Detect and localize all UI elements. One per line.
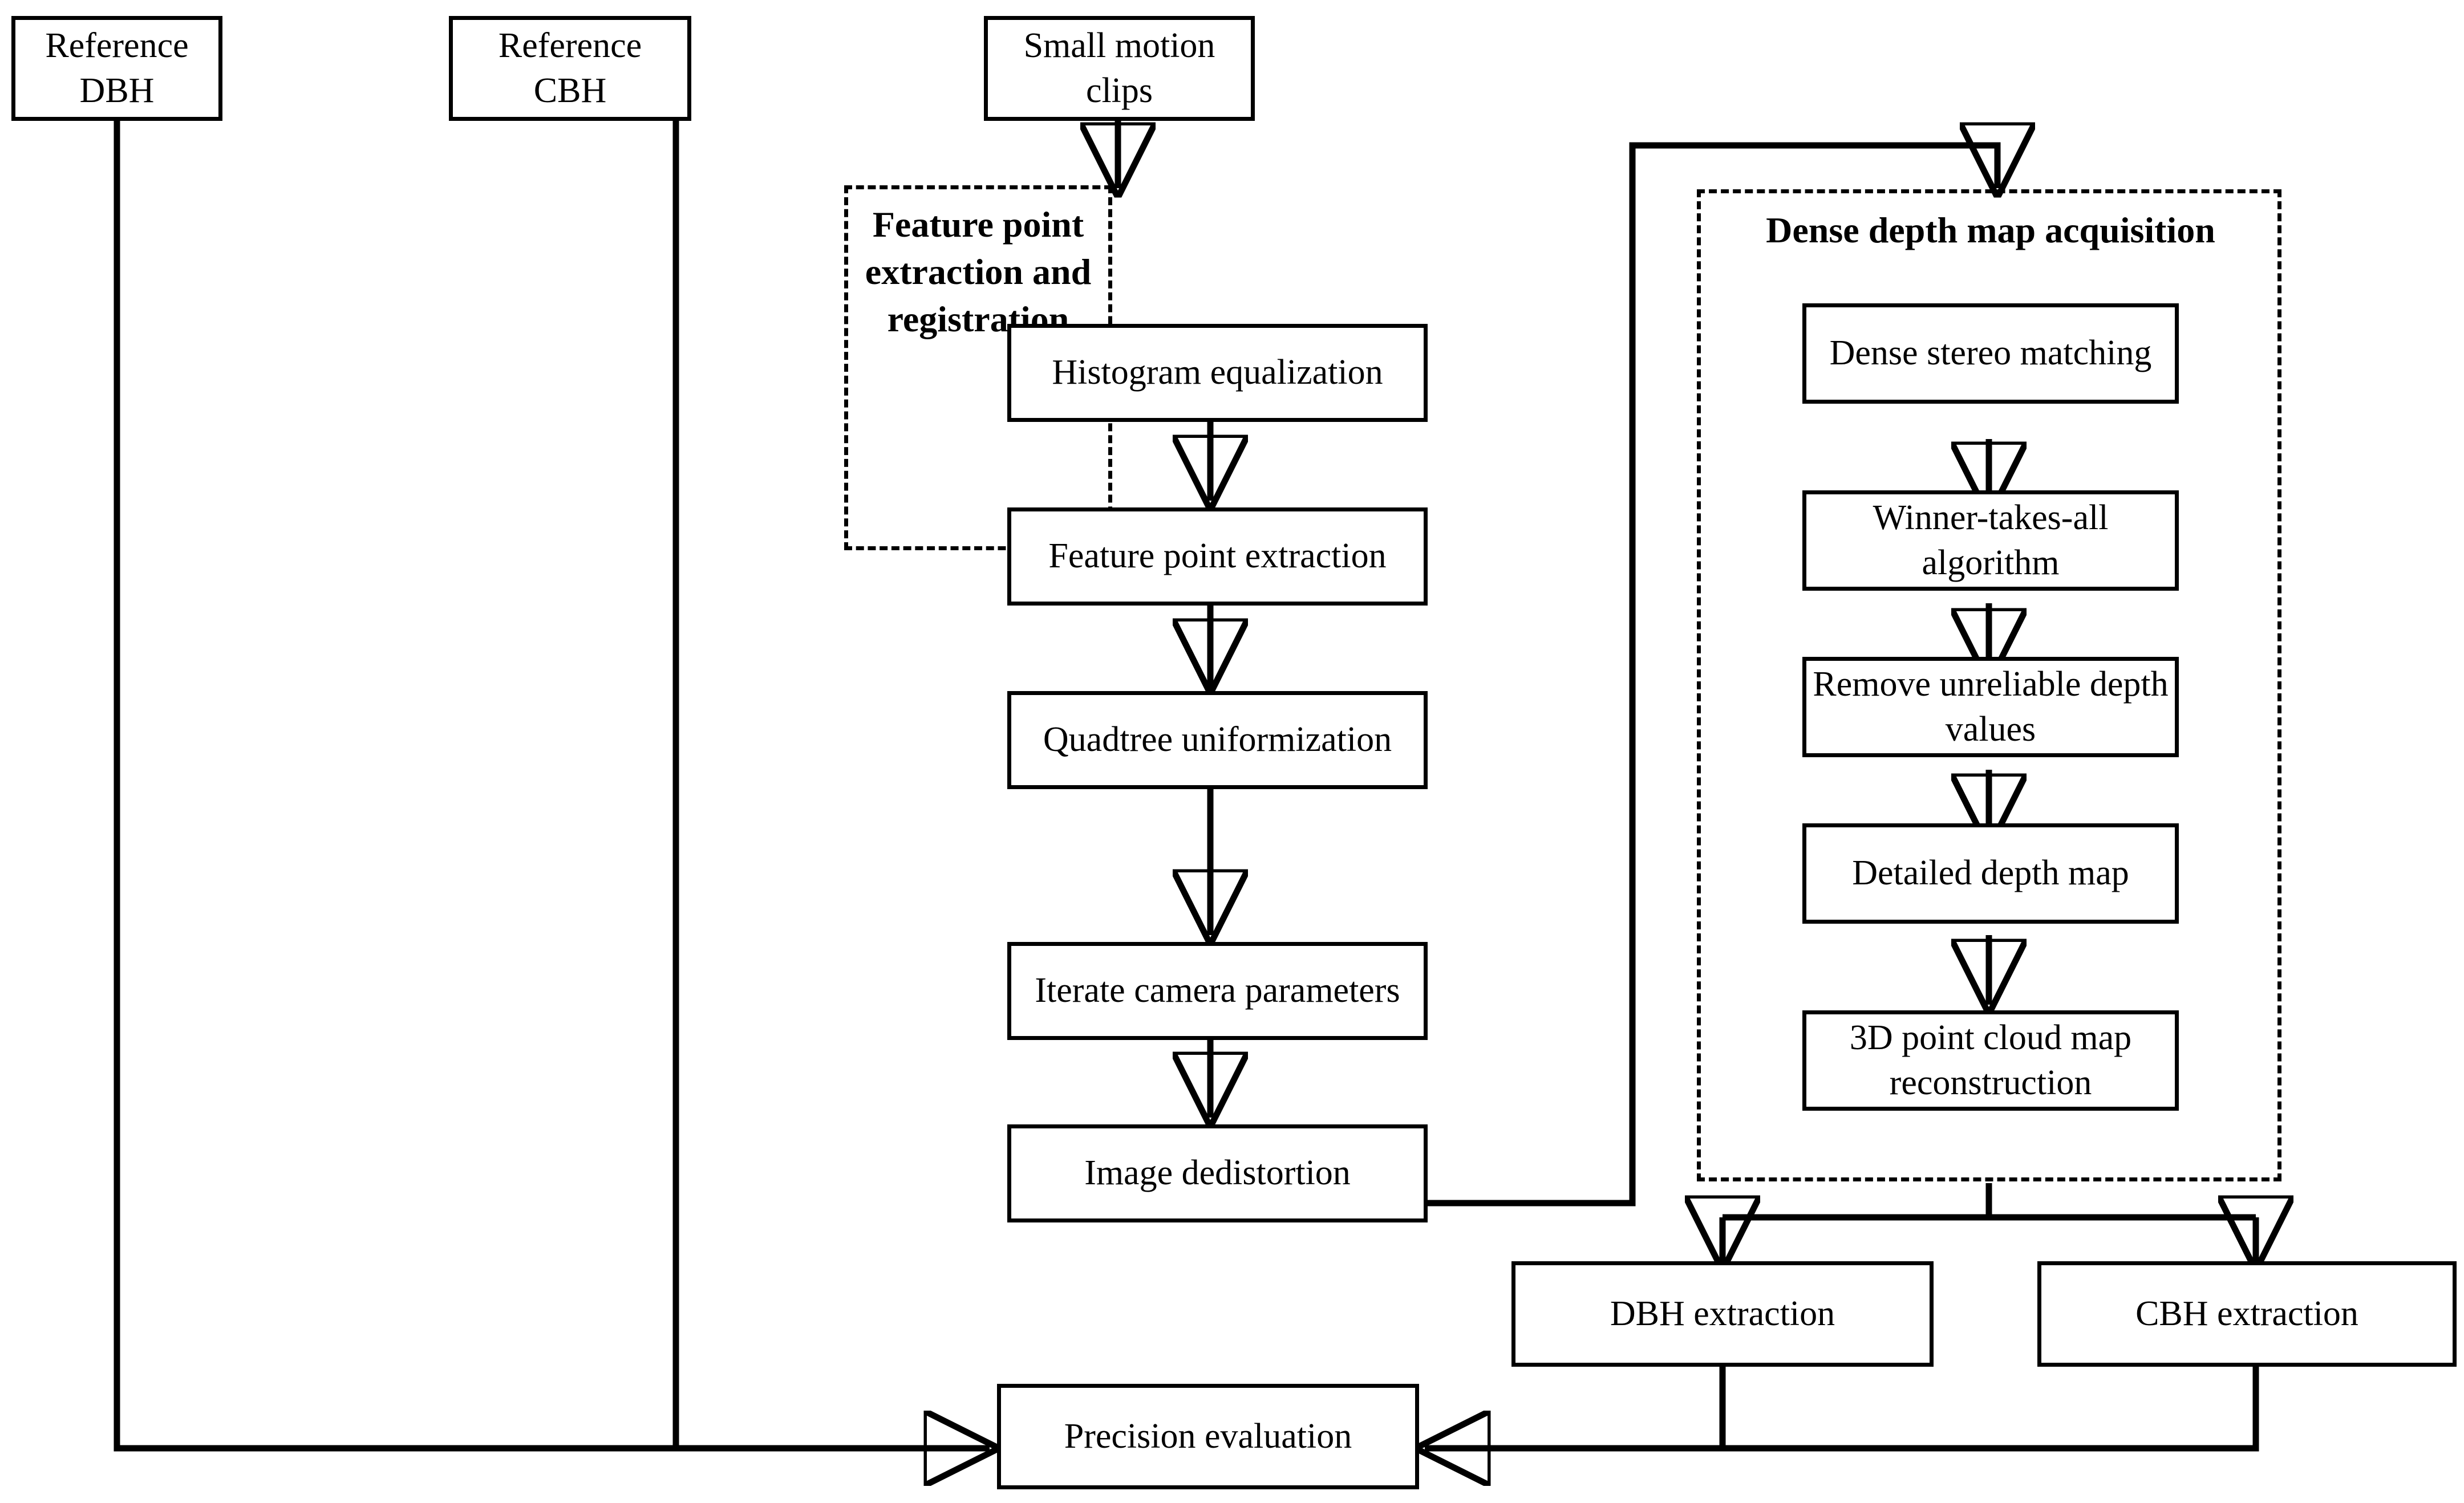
node-iterate-camera-parameters[interactable]: Iterate camera parameters — [1007, 942, 1428, 1040]
node-iterate-camera-parameters-label: Iterate camera parameters — [1035, 971, 1400, 1010]
node-winner-takes-all[interactable]: Winner-takes-all algorithm — [1802, 490, 2179, 591]
node-quadtree-uniformization[interactable]: Quadtree uniformization — [1007, 691, 1428, 789]
group-feature-title: Feature point extraction and registratio… — [865, 204, 1092, 340]
node-quadtree-uniformization-label: Quadtree uniformization — [1043, 720, 1392, 759]
node-point-cloud-reconstruction[interactable]: 3D point cloud map reconstruction — [1802, 1010, 2179, 1111]
node-feature-point-extraction-label: Feature point extraction — [1048, 537, 1387, 576]
node-dbh-extraction[interactable]: DBH extraction — [1511, 1261, 1934, 1367]
node-reference-cbh[interactable]: Reference CBH — [449, 16, 691, 121]
node-image-dedistortion[interactable]: Image dedistortion — [1007, 1124, 1428, 1222]
node-detailed-depth-map-label: Detailed depth map — [1852, 854, 2129, 893]
node-remove-unreliable-depth-label: Remove unreliable depth values — [1813, 664, 2169, 749]
group-depth-title: Dense depth map acquisition — [1766, 210, 2215, 250]
node-histogram-equalization-label: Histogram equalization — [1052, 353, 1383, 392]
node-remove-unreliable-depth[interactable]: Remove unreliable depth values — [1802, 657, 2179, 757]
node-reference-dbh[interactable]: Reference DBH — [11, 16, 222, 121]
node-dense-stereo-matching-label: Dense stereo matching — [1829, 334, 2152, 373]
node-cbh-extraction-label: CBH extraction — [2135, 1294, 2358, 1333]
node-image-dedistortion-label: Image dedistortion — [1084, 1153, 1351, 1193]
node-histogram-equalization[interactable]: Histogram equalization — [1007, 324, 1428, 422]
node-precision-evaluation[interactable]: Precision evaluation — [997, 1384, 1419, 1489]
node-dense-stereo-matching[interactable]: Dense stereo matching — [1802, 303, 2179, 404]
node-reference-dbh-label: Reference DBH — [45, 26, 189, 110]
node-reference-cbh-label: Reference CBH — [498, 26, 642, 110]
node-winner-takes-all-label: Winner-takes-all algorithm — [1873, 498, 2109, 582]
node-small-motion-clips[interactable]: Small motion clips — [984, 16, 1255, 121]
node-detailed-depth-map[interactable]: Detailed depth map — [1802, 823, 2179, 924]
wire-cbh-to-precision — [1425, 1366, 2259, 1448]
node-precision-evaluation-label: Precision evaluation — [1064, 1416, 1352, 1456]
node-cbh-extraction[interactable]: CBH extraction — [2037, 1261, 2457, 1367]
node-point-cloud-reconstruction-label: 3D point cloud map reconstruction — [1849, 1018, 2132, 1102]
node-feature-point-extraction[interactable]: Feature point extraction — [1007, 507, 1428, 606]
node-dbh-extraction-label: DBH extraction — [1610, 1294, 1835, 1333]
node-small-motion-clips-label: Small motion clips — [1023, 26, 1215, 110]
